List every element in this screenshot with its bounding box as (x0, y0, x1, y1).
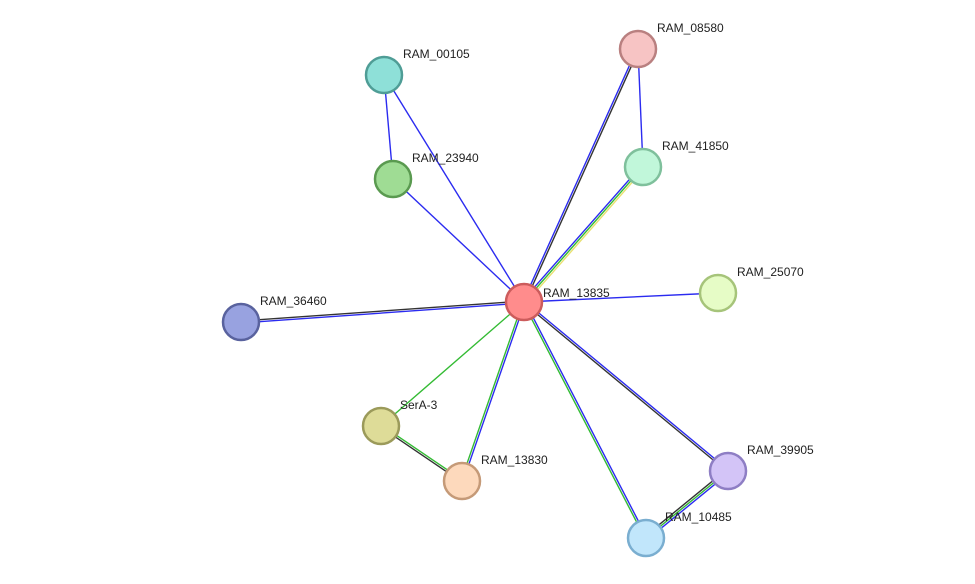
edge-RAM_13835-SerA-3 (380, 301, 525, 427)
edge-RAM_13835-RAM_41850 (523, 166, 644, 303)
node-label: RAM_41850 (662, 139, 729, 153)
node-circle[interactable] (698, 273, 738, 313)
node-label: RAM_23940 (412, 151, 479, 165)
edge-RAM_13835-RAM_10485 (522, 302, 646, 539)
edge-RAM_13835-RAM_08580 (522, 48, 638, 302)
node-circle[interactable] (442, 461, 482, 501)
node-RAM_13835[interactable]: RAM_13835 (504, 282, 610, 322)
edge-RAM_08580-RAM_41850 (637, 48, 644, 168)
node-RAM_36460[interactable]: RAM_36460 (221, 294, 327, 342)
node-label: SerA-3 (400, 398, 438, 412)
node-RAM_13830[interactable]: RAM_13830 (442, 453, 548, 501)
node-label: RAM_13835 (543, 286, 610, 300)
edge-RAM_13835-RAM_36460 (240, 300, 524, 322)
node-RAM_41850[interactable]: RAM_41850 (623, 139, 729, 187)
edge-RAM_13835-RAM_23940 (392, 178, 525, 303)
edge-RAM_13835-RAM_41850 (524, 167, 646, 304)
node-SerA-3[interactable]: SerA-3 (361, 398, 438, 446)
node-label: RAM_36460 (260, 294, 327, 308)
edge-RAM_13835-RAM_13830 (460, 301, 524, 481)
node-circle[interactable] (221, 302, 261, 342)
edge-RAM_13835-RAM_00105 (383, 74, 525, 303)
node-circle[interactable] (364, 55, 404, 95)
node-circle[interactable] (618, 29, 658, 69)
node-label: RAM_08580 (657, 21, 724, 35)
node-circle[interactable] (708, 451, 748, 491)
node-label: RAM_39905 (747, 443, 814, 457)
node-circle[interactable] (373, 159, 413, 199)
edge-RAM_13835-RAM_13830 (462, 302, 526, 482)
node-circle[interactable] (623, 147, 663, 187)
node-circle[interactable] (361, 406, 401, 446)
node-label: RAM_13830 (481, 453, 548, 467)
node-RAM_25070[interactable]: RAM_25070 (698, 265, 804, 313)
node-label: RAM_10485 (665, 510, 732, 524)
edge-RAM_13835-RAM_36460 (241, 302, 525, 324)
edge-RAM_13835-RAM_41850 (521, 165, 643, 302)
node-RAM_00105[interactable]: RAM_00105 (364, 47, 470, 95)
node-RAM_39905[interactable]: RAM_39905 (708, 443, 814, 491)
node-circle[interactable] (504, 282, 544, 322)
edge-RAM_13835-RAM_25070 (523, 292, 719, 303)
edge-RAM_13835-RAM_39905 (524, 300, 730, 471)
node-label: RAM_25070 (737, 265, 804, 279)
node-label: RAM_00105 (403, 47, 470, 61)
node-RAM_08580[interactable]: RAM_08580 (618, 21, 724, 69)
node-RAM_10485[interactable]: RAM_10485 (626, 510, 732, 558)
node-circle[interactable] (626, 518, 666, 558)
edge-RAM_13835-RAM_10485 (524, 301, 648, 538)
edge-RAM_13835-RAM_08580 (524, 49, 640, 303)
node-RAM_23940[interactable]: RAM_23940 (373, 151, 479, 199)
edge-RAM_13835-RAM_39905 (522, 302, 728, 473)
